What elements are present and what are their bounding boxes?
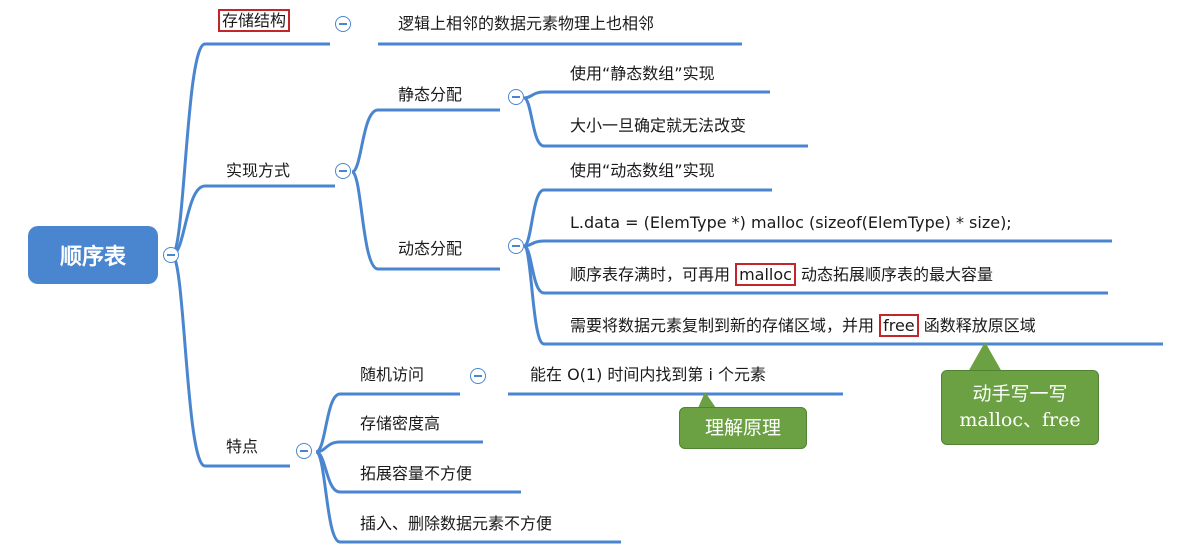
node-features-item-2[interactable]: 存储密度高 (360, 414, 441, 433)
node-dynamic-item-4-text: 函数释放原区域 (918, 316, 1036, 335)
callout-practice: 动手写一写 malloc、free (941, 370, 1099, 445)
branch-impl-dynamic (350, 170, 379, 271)
node-features[interactable]: 特点 (226, 437, 259, 456)
callout-tail-practice (968, 342, 1002, 372)
node-features-item-4[interactable]: 插入、删除数据元素不方便 (360, 514, 553, 533)
branch-features-4 (314, 450, 341, 544)
root-node[interactable]: 顺序表 (28, 226, 158, 284)
node-storage-label: 存储结构 (218, 9, 291, 32)
node-dynamic-item-1[interactable]: 使用“动态数组”实现 (570, 161, 715, 180)
branch-root-features (170, 253, 206, 468)
collapse-icon[interactable] (508, 89, 524, 105)
node-features-item-3[interactable]: 拓展容量不方便 (360, 464, 473, 483)
highlight-free: free (879, 314, 919, 337)
callout-practice-line-2: malloc、free (959, 409, 1081, 431)
node-static-item-2[interactable]: 大小一旦确定就无法改变 (570, 116, 747, 135)
callout-tail-understand (698, 392, 716, 408)
collapse-icon[interactable] (335, 16, 351, 32)
callout-practice-line-1: 动手写一写 (972, 383, 1068, 405)
node-random[interactable]: 随机访问 (360, 365, 425, 384)
node-dynamic-item-3-text: 动态拓展顺序表的最大容量 (795, 265, 994, 284)
node-storage-child[interactable]: 逻辑上相邻的数据元素物理上也相邻 (398, 14, 655, 33)
collapse-icon[interactable] (470, 368, 486, 384)
node-static-item-1[interactable]: 使用“静态数组”实现 (570, 64, 715, 83)
node-dynamic[interactable]: 动态分配 (398, 239, 463, 258)
branch-dynamic-4 (522, 244, 546, 346)
node-random-child[interactable]: 能在 O(1) 时间内找到第 i 个元素 (530, 365, 767, 384)
collapse-icon[interactable] (508, 238, 524, 254)
collapse-icon[interactable] (163, 247, 179, 263)
node-dynamic-item-2[interactable]: L.data = (ElemType *) malloc (sizeof(Ele… (570, 213, 1012, 232)
callout-understand: 理解原理 (679, 407, 807, 449)
collapse-icon[interactable] (335, 163, 351, 179)
branch-impl-static (351, 108, 379, 174)
branch-static-2 (523, 96, 545, 148)
node-impl[interactable]: 实现方式 (226, 161, 291, 180)
collapse-icon[interactable] (296, 443, 312, 459)
node-dynamic-item-3-text: 顺序表存满时，可再用 (570, 265, 736, 284)
node-static[interactable]: 静态分配 (398, 85, 463, 104)
node-storage[interactable]: 存储结构 (218, 9, 291, 32)
node-dynamic-item-4-text: 需要将数据元素复制到新的存储区域，并用 (570, 316, 880, 335)
branch-root-storage (170, 42, 206, 257)
highlight-malloc: malloc (735, 263, 796, 286)
node-dynamic-item-3[interactable]: 顺序表存满时，可再用 malloc 动态拓展顺序表的最大容量 (570, 263, 994, 286)
node-dynamic-item-4[interactable]: 需要将数据元素复制到新的存储区域，并用 free 函数释放原区域 (570, 314, 1036, 337)
